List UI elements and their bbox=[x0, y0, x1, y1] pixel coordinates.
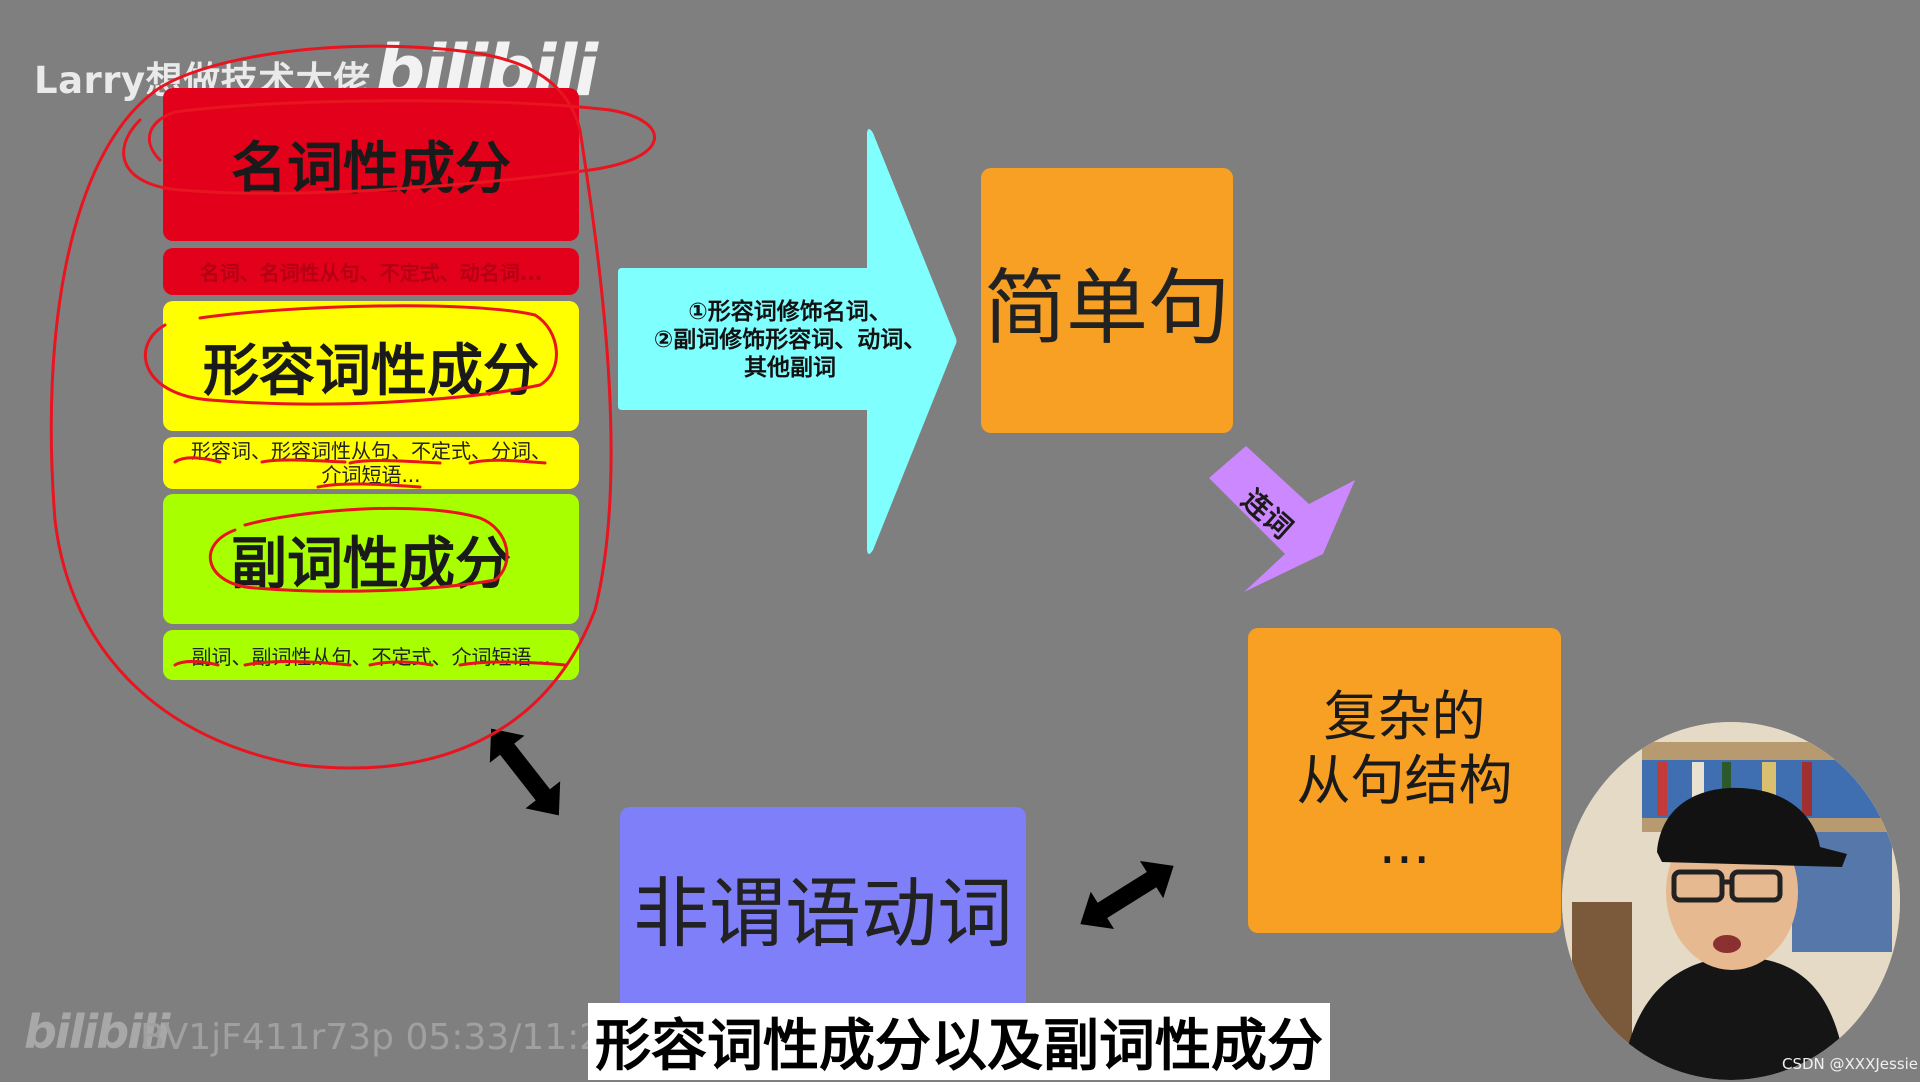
video-info: BV1jF411r73p 05:33/11:23 bbox=[140, 1017, 626, 1058]
nonfinite-verb-box: 非谓语动词 bbox=[620, 807, 1026, 1007]
arrow-text-line3: 其他副词 bbox=[744, 355, 836, 381]
modifier-arrow bbox=[618, 129, 957, 554]
double-arrow-right bbox=[1080, 860, 1174, 930]
adjective-component-box: 形容词性成分 bbox=[163, 301, 579, 431]
webcam-person-icon bbox=[1562, 722, 1900, 1080]
noun-component-box: 名词性成分 bbox=[163, 88, 579, 241]
csdn-credit: CSDN @XXXJessie bbox=[1782, 1055, 1919, 1073]
nonfinite-verb-label: 非谓语动词 bbox=[633, 869, 1013, 958]
noun-component-desc-box: 名词、名词性从句、不定式、动名词... bbox=[163, 248, 579, 295]
complex-line3: ... bbox=[1378, 812, 1431, 876]
arrow-text-line2: ②副词修饰形容词、动词、 bbox=[653, 327, 927, 353]
adverb-component-desc-box: 副词、副词性从句、不定式、介词短语... bbox=[163, 630, 579, 680]
noun-component-desc: 名词、名词性从句、不定式、动名词... bbox=[199, 261, 543, 285]
complex-line2: 从句结构 bbox=[1296, 748, 1513, 812]
simple-sentence-label: 简单句 bbox=[983, 261, 1230, 356]
double-arrow-left bbox=[489, 728, 561, 816]
complex-clause-box: 复杂的 从句结构 ... bbox=[1248, 628, 1561, 933]
modifier-arrow-text: ①形容词修饰名词、 ②副词修饰形容词、动词、 其他副词 bbox=[625, 298, 955, 382]
complex-line1: 复杂的 bbox=[1323, 684, 1486, 748]
subtitle-caption: 形容词性成分以及副词性成分 bbox=[588, 1003, 1330, 1080]
connector-arrow bbox=[1209, 446, 1355, 592]
arrow-text-line1: ①形容词修饰名词、 bbox=[688, 299, 892, 325]
simple-sentence-box: 简单句 bbox=[981, 168, 1233, 433]
bilibili-player-logo: bilibili bbox=[24, 1005, 170, 1059]
webcam-feed bbox=[1562, 722, 1900, 1080]
adjective-component-desc-box: 形容词、形容词性从句、不定式、分词、 介词短语... bbox=[163, 437, 579, 489]
adjective-component-title: 形容词性成分 bbox=[203, 338, 539, 404]
